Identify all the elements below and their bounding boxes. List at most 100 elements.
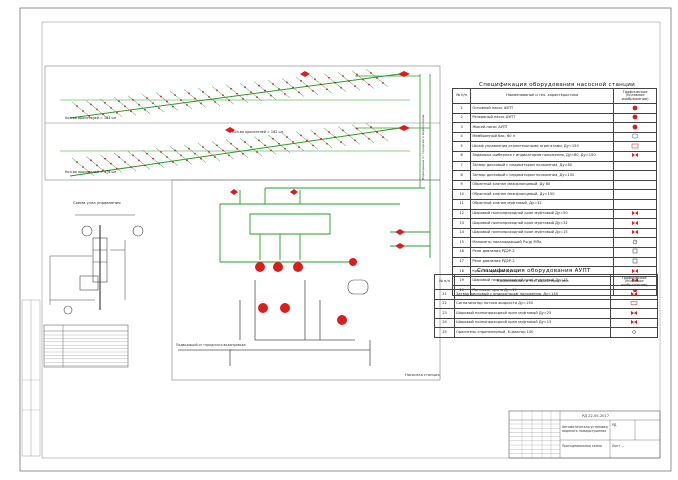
sprinkler-head-icon	[132, 154, 134, 157]
sprinkler-head-icon	[124, 105, 126, 108]
row-number: 1	[451, 103, 472, 114]
valve-icon	[632, 211, 639, 216]
pump-spec-header-cell: № п/п	[451, 88, 472, 104]
zone1-count-label: Кол-во оросителей = 184 шт.	[65, 116, 118, 120]
row-number: 2	[451, 112, 472, 124]
sprinkler-head-icon	[194, 97, 196, 100]
row-description: Обратный клапан муфтовый, Ду=32	[470, 198, 615, 210]
sprinkler-head-icon	[76, 161, 78, 163]
valve-icon	[395, 229, 405, 235]
pump-station-label: Насосная станция	[405, 373, 439, 377]
row-symbol	[613, 208, 657, 220]
control-scheme-title: Схема узла управления	[73, 200, 121, 205]
valve-icon	[632, 230, 639, 235]
sprinkler-head-icon	[278, 142, 280, 145]
row-number: 8	[451, 170, 472, 181]
pump-spec-title: Спецификация оборудования насосной станц…	[479, 82, 636, 88]
valve-icon	[631, 291, 638, 296]
sprinkler-head-icon	[200, 102, 202, 105]
aupt-spec-header-cell: № п/п	[433, 274, 456, 290]
row-symbol	[613, 150, 657, 162]
sprinkler-head-icon	[314, 132, 316, 135]
sprinkler-head-icon	[326, 88, 328, 91]
sprinkler-zone-2	[60, 127, 410, 177]
pump-icon	[632, 114, 638, 120]
sprinkler-head-icon	[368, 137, 370, 140]
sprinkler-head-icon	[110, 106, 112, 109]
sprinkler-head-icon	[236, 147, 238, 150]
row-number: 24	[433, 317, 456, 329]
title-stamp	[508, 410, 661, 459]
sprinkler-head-icon	[214, 156, 216, 158]
row-description: Обратный клапан межфланцевый, Ду 80	[470, 179, 615, 191]
sprinkler-head-icon	[186, 159, 188, 162]
sprinkler-head-icon	[284, 147, 286, 150]
sprinkler-head-icon	[250, 146, 252, 148]
sprinkler-head-icon	[172, 161, 174, 163]
sprinkler-head-icon	[118, 156, 120, 158]
pump-group	[255, 258, 357, 325]
sprinkler-head-icon	[356, 127, 358, 130]
sprinkler-head-icon	[152, 102, 154, 105]
sprinkler-head-icon	[306, 139, 308, 142]
row-description: Мембранный бак, 60 л	[470, 131, 615, 143]
stage-label: РД	[612, 423, 617, 427]
sprinkler-head-icon	[286, 81, 288, 84]
sprinkler-head-icon	[180, 154, 182, 157]
row-symbol	[613, 141, 657, 152]
sprinkler-head-icon	[144, 108, 146, 111]
zone3-count-label: Кол-во оросителей = 376 шт.	[65, 170, 118, 174]
sprinkler-head-icon	[334, 81, 336, 84]
sprinkler-head-icon	[230, 87, 232, 90]
sprinkler-head-icon	[166, 100, 168, 103]
valve-icon	[632, 268, 639, 273]
row-number: 22	[433, 298, 456, 310]
row-description: Затвор дисковый с индикатором положения,…	[470, 160, 615, 172]
row-symbol	[613, 179, 657, 191]
sprinkler-icon	[632, 330, 636, 334]
row-description: Резервный насос АУПТ	[470, 112, 615, 124]
pump-icon-5	[280, 303, 290, 313]
row-symbol	[613, 122, 657, 133]
row-number: 23	[433, 308, 456, 319]
sprinkler-head-icon	[340, 86, 342, 89]
row-number: 12	[451, 208, 472, 220]
row-description: Сигнализатор потока жидкости Ду=150	[454, 298, 612, 310]
pump-spec-header-cell: Графическое (Условное изображение)	[613, 88, 657, 104]
valve-icon	[290, 189, 298, 195]
sprinkler-head-icon	[272, 83, 274, 85]
row-number: 16	[451, 246, 472, 258]
zone2-valve-icon	[398, 125, 410, 131]
sprinkler-head-icon	[130, 110, 132, 113]
row-symbol	[613, 131, 657, 143]
sprinkler-head-icon	[158, 162, 160, 165]
sprinkler-head-icon	[132, 98, 134, 101]
sprinkler-head-icon	[376, 131, 378, 133]
row-symbol	[613, 256, 657, 268]
pump-icon-1	[255, 262, 265, 272]
control-unit-scheme	[43, 214, 144, 368]
sprinkler-head-icon	[368, 83, 370, 86]
valve-icon	[230, 189, 238, 195]
sheet-frame	[19, 7, 672, 472]
sprinkler-head-icon	[160, 151, 162, 153]
sprinkler-head-icon	[216, 144, 218, 147]
svg-text:Подводящий от городского водоп: Подводящий от городского водопровода	[421, 114, 425, 180]
row-description: Ороситель спринклерный, К-фактор 150	[454, 327, 612, 338]
inner-frame	[41, 21, 661, 459]
pump-station: Подводящий от городского водопровода Нас…	[171, 179, 441, 381]
row-symbol	[613, 237, 657, 248]
sprinkler-head-icon	[96, 164, 98, 167]
row-symbol	[613, 170, 657, 181]
row-number: 7	[451, 160, 472, 172]
sprinkler-head-icon	[230, 142, 232, 145]
row-number: 3	[451, 122, 472, 133]
sprinkler-head-icon	[370, 126, 372, 128]
sprinkler-head-icon	[138, 159, 140, 162]
